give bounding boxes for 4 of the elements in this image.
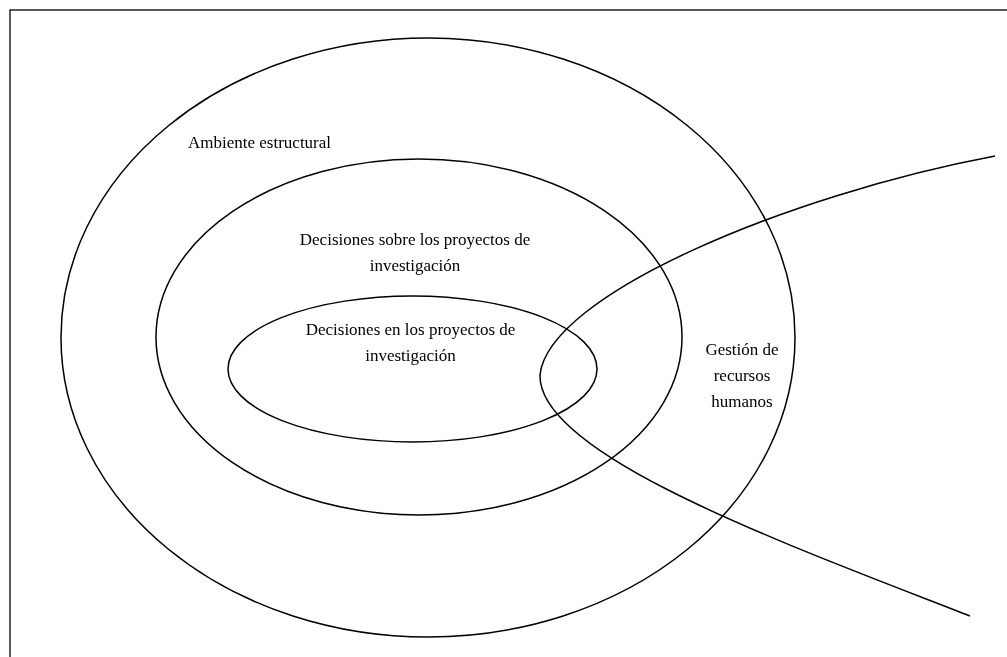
ellipse-label: Ambiente estructural (188, 132, 333, 154)
region-label: Gestión de recursos humanos (704, 339, 780, 413)
ellipse-label: Decisiones sobre los proyectos de investigación (298, 229, 532, 277)
ellipse-label: Decisiones en los proyectos de investigación (304, 319, 517, 367)
